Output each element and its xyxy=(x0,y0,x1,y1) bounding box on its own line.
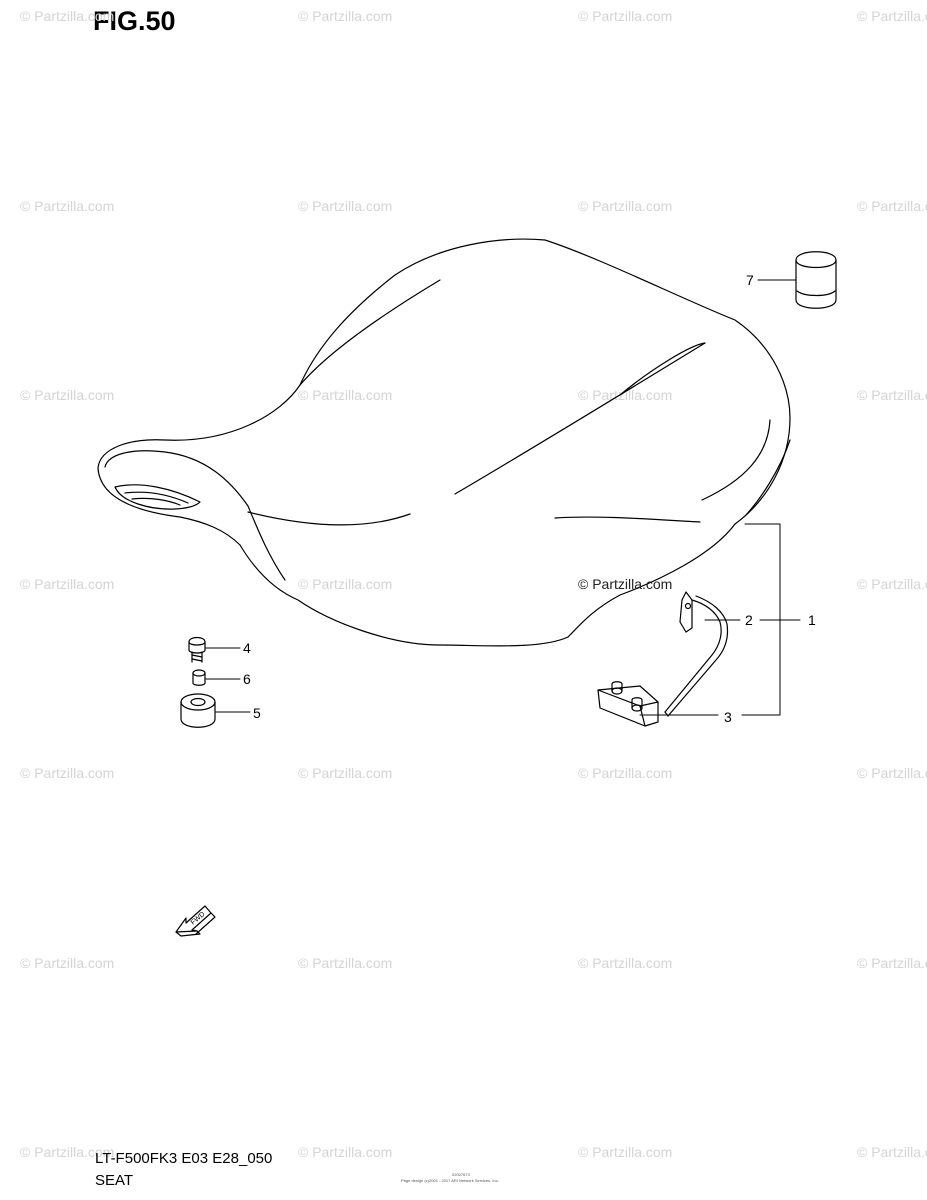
watermark: © Partzilla.com xyxy=(20,8,115,24)
watermark: © Partzilla.com xyxy=(298,765,393,781)
watermark: © Partzilla.com xyxy=(298,955,393,971)
watermark: © Partzilla.com xyxy=(857,576,927,592)
figure-title: FIG.50 xyxy=(93,6,176,36)
watermark: © Partzilla.com xyxy=(20,1144,115,1160)
seat-lock-rod-part xyxy=(664,591,729,717)
watermark: © Partzilla.com xyxy=(298,1144,393,1160)
watermark: © Partzilla.com xyxy=(857,955,927,971)
callout-5[interactable]: 5 xyxy=(253,705,261,721)
watermark: © Partzilla.com xyxy=(20,955,115,971)
callout-1[interactable]: 1 xyxy=(808,612,816,628)
watermark: © Partzilla.com xyxy=(857,387,927,403)
watermark: © Partzilla.com xyxy=(20,576,115,592)
watermark: © Partzilla.com xyxy=(857,1144,927,1160)
watermark-center: © Partzilla.com xyxy=(578,576,673,592)
callout-6[interactable]: 6 xyxy=(243,671,251,687)
leader-lines xyxy=(205,279,801,716)
collar-part xyxy=(192,669,206,686)
grommet-part xyxy=(180,693,216,728)
forward-arrow-icon xyxy=(175,905,216,937)
watermark: © Partzilla.com xyxy=(298,576,393,592)
bolt-part xyxy=(188,636,206,663)
section-name: SEAT xyxy=(95,1172,134,1189)
watermark: © Partzilla.com xyxy=(20,198,115,214)
model-code: LT-F500FK3 E03 E28_050 xyxy=(95,1150,273,1167)
watermark: © Partzilla.com xyxy=(578,198,673,214)
watermark: © Partzilla.com xyxy=(578,955,673,971)
watermark: © Partzilla.com xyxy=(857,765,927,781)
callout-3[interactable]: 3 xyxy=(724,709,732,725)
seat-part xyxy=(97,238,791,647)
callout-2[interactable]: 2 xyxy=(745,612,753,628)
copyright-text: Page design (c)2001 - 2017 ARI Network S… xyxy=(401,1178,499,1183)
callout-7[interactable]: 7 xyxy=(746,272,754,288)
watermark: © Partzilla.com xyxy=(578,387,673,403)
small-code: 02007673 xyxy=(452,1172,470,1177)
watermark: © Partzilla.com xyxy=(578,8,673,24)
watermark: © Partzilla.com xyxy=(298,8,393,24)
callout-4[interactable]: 4 xyxy=(243,640,251,656)
watermark: © Partzilla.com xyxy=(20,765,115,781)
watermark: © Partzilla.com xyxy=(578,765,673,781)
watermark: © Partzilla.com xyxy=(298,387,393,403)
watermark: © Partzilla.com xyxy=(857,8,927,24)
watermark: © Partzilla.com xyxy=(20,387,115,403)
seat-lock-block-part xyxy=(597,681,659,727)
watermark: © Partzilla.com xyxy=(578,1144,673,1160)
cushion-part xyxy=(795,251,837,309)
watermark: © Partzilla.com xyxy=(857,198,927,214)
watermark: © Partzilla.com xyxy=(298,198,393,214)
